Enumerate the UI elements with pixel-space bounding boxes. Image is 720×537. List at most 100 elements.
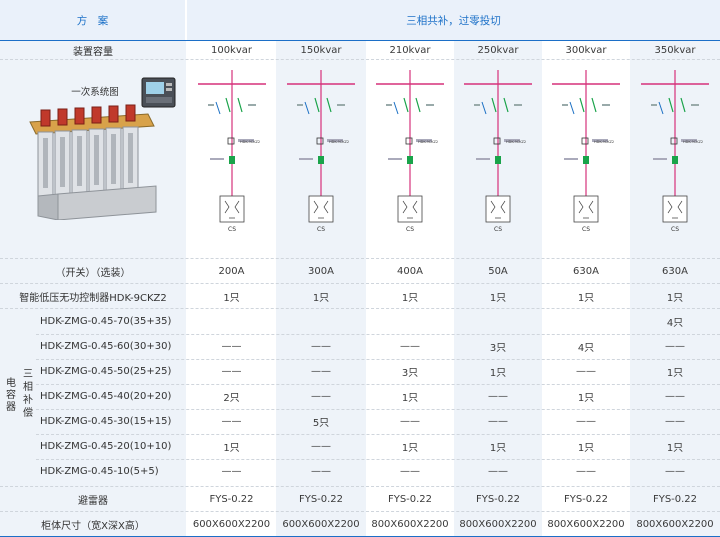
capacitor-qty-5 <box>542 309 630 334</box>
capacitor-cabinet-image <box>29 104 157 220</box>
capacitor-qty-1: —— <box>221 366 242 377</box>
cs-label: CS <box>671 226 679 233</box>
arrester-value-3: FYS-0.22 <box>387 493 433 505</box>
capacitor-qty-4: —— <box>488 391 508 402</box>
capacitor-model-label: HDK-ZMG-0.45-50(25+25) <box>40 366 172 377</box>
single-line-diagram-5: CS HDK-9CKZ2 <box>552 70 620 233</box>
capacitor-outer-text: 电容器 <box>6 378 16 413</box>
capacitor-group-outer-label: 电容器 <box>5 378 17 414</box>
controller-value-5: 1只 <box>577 292 595 304</box>
switch-value-1: 200A <box>218 265 245 277</box>
capacitor-qty-5: 1只 <box>577 443 595 454</box>
capacitor-qty-3: 1只 <box>401 393 419 404</box>
divider <box>0 308 720 309</box>
single-line-diagram-6: CS HDK-9CKZ2 <box>641 70 709 233</box>
divider <box>36 384 720 385</box>
divider <box>0 283 720 284</box>
capacitor-qty-6: —— <box>665 466 685 477</box>
capacitor-qty-1: —— <box>221 416 242 427</box>
capacitor-qty-3: —— <box>400 416 420 427</box>
switch-value-5: 630A <box>573 265 599 277</box>
capacitor-qty-2: —— <box>311 441 331 452</box>
controller-tag: HDK-9CKZ2 <box>329 140 349 144</box>
capacitor-qty-2: —— <box>311 366 331 377</box>
capacitor-qty-2: —— <box>311 341 331 352</box>
capacitor-group-inner-label: 三相补偿 <box>22 368 34 420</box>
capacitor-qty-5: 4只 <box>577 343 595 354</box>
cabinet-value-6: 800X600X2200 <box>636 518 714 530</box>
cabinet-value-5: 800X600X2200 <box>547 518 625 530</box>
capacitor-qty-5: —— <box>576 466 596 477</box>
arrester-value-1: FYS-0.22 <box>209 493 254 505</box>
cabinet-value-1: 600X600X2200 <box>192 518 271 530</box>
capacity-value-5: 300kvar <box>565 44 607 56</box>
arrester-label: 避雷器 <box>78 495 108 507</box>
capacitor-qty-3: 3只 <box>401 368 419 379</box>
divider <box>36 334 720 335</box>
capacitor-model-label: HDK-ZMG-0.45-10(5+5) <box>40 466 159 477</box>
cs-label: CS <box>406 226 414 233</box>
arrester-value-4: FYS-0.22 <box>475 493 521 505</box>
capacitor-qty-1: 1只 <box>223 443 240 454</box>
capacitor-qty-4: —— <box>488 466 508 477</box>
arrester-value-6: FYS-0.22 <box>652 493 698 505</box>
divider <box>36 409 720 410</box>
divider <box>0 59 720 60</box>
capacitor-inner-text: 三相补偿 <box>23 369 33 419</box>
capacity-label: 装置容量 <box>73 46 113 58</box>
capacitor-qty-2: —— <box>311 466 331 477</box>
capacitor-qty-1: —— <box>221 466 242 477</box>
cabinet-value-3: 800X600X2200 <box>371 518 449 530</box>
cs-label: CS <box>317 226 325 233</box>
capacitor-qty-1 <box>187 309 276 334</box>
scheme-title: 三相共补，过零投切 <box>187 0 720 40</box>
arrester-value-2: FYS-0.22 <box>298 493 344 505</box>
controller-tag: HDK-9CKZ2 <box>240 140 260 144</box>
capacitor-qty-2: 5只 <box>312 418 330 429</box>
switch-value-6: 630A <box>662 265 688 277</box>
capacity-value-4: 250kvar <box>477 44 519 56</box>
controller-tag: HDK-9CKZ2 <box>594 140 614 144</box>
capacitor-qty-4: 1只 <box>489 368 507 379</box>
single-line-diagram-2: CS HDK-9CKZ2 <box>287 70 355 233</box>
capacitor-qty-6: —— <box>665 416 685 427</box>
capacitor-qty-5: —— <box>576 366 596 377</box>
capacitor-qty-2: —— <box>311 391 331 402</box>
divider <box>36 359 720 360</box>
divider <box>0 258 720 259</box>
capacity-value-6: 350kvar <box>654 44 696 56</box>
controller-tag: HDK-9CKZ2 <box>683 140 703 144</box>
capacitor-qty-3 <box>366 309 454 334</box>
controller-tag: HDK-9CKZ2 <box>506 140 526 144</box>
capacitor-qty-5: —— <box>576 416 596 427</box>
capacitor-model-label: HDK-ZMG-0.45-40(20+20) <box>40 391 172 402</box>
arrester-value-5: FYS-0.22 <box>563 493 609 505</box>
controller-value-3: 1只 <box>401 292 419 304</box>
cs-label: CS <box>494 226 502 233</box>
header-divider <box>0 40 720 41</box>
capacitor-qty-6: 1只 <box>666 443 684 454</box>
capacitor-qty-4 <box>454 309 542 334</box>
cs-label: CS <box>582 226 590 233</box>
single-line-diagram-4: CS HDK-9CKZ2 <box>464 70 532 233</box>
capacitor-qty-3: —— <box>400 341 420 352</box>
scheme-label: 方 案 <box>0 0 185 40</box>
capacitor-qty-3: —— <box>400 466 420 477</box>
capacitor-qty-1: 2只 <box>223 393 240 404</box>
switch-value-2: 300A <box>308 265 334 277</box>
capacitor-qty-6: —— <box>665 341 685 352</box>
controller-value-6: 1只 <box>666 292 684 304</box>
cabinet-value-4: 800X600X2200 <box>459 518 537 530</box>
controller-label: 智能低压无功控制器HDK-9CKZ2 <box>19 292 167 304</box>
switch-value-4: 50A <box>488 265 508 277</box>
capacity-value-2: 150kvar <box>300 44 342 56</box>
capacitor-qty-6: —— <box>665 391 685 402</box>
capacitor-qty-1: —— <box>221 341 242 352</box>
capacitor-qty-6: 4只 <box>666 318 684 329</box>
divider <box>36 434 720 435</box>
capacitor-model-label: HDK-ZMG-0.45-30(15+15) <box>40 416 172 427</box>
capacitor-qty-4: —— <box>488 416 508 427</box>
